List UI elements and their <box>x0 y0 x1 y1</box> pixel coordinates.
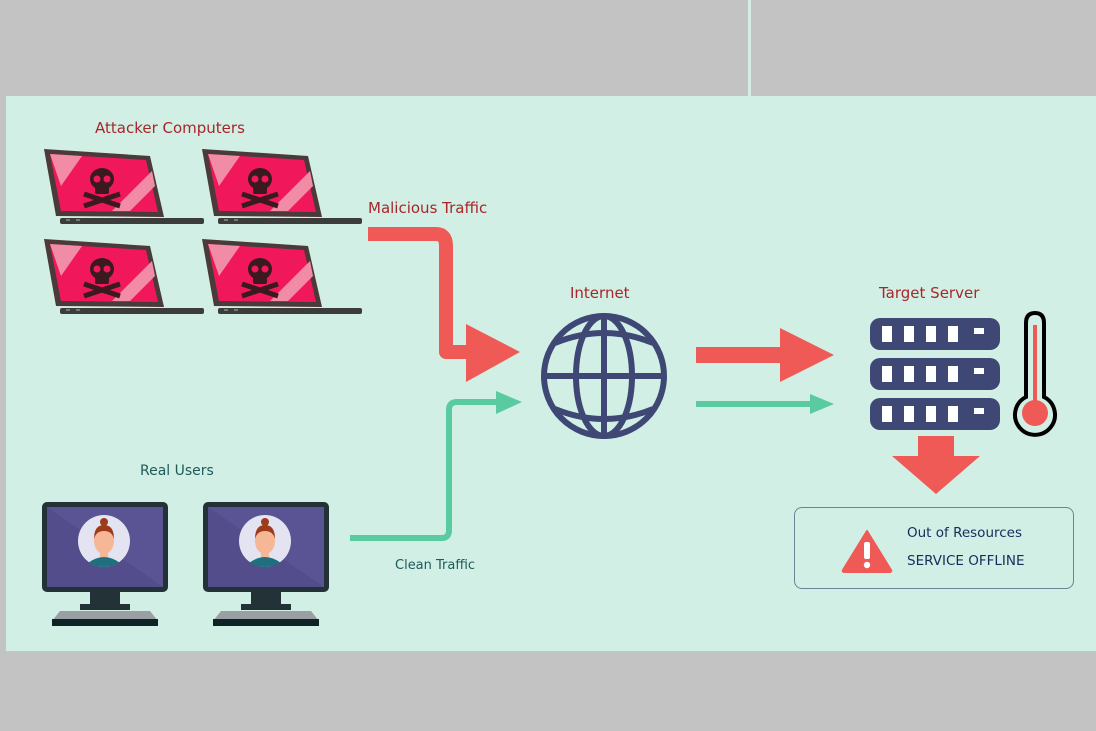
laptop-icon <box>44 239 204 314</box>
failure-down-arrow <box>892 436 980 494</box>
attacker-laptop-3 <box>44 239 204 314</box>
attacker-laptop-2 <box>202 149 362 224</box>
separator-line <box>748 0 751 96</box>
internet-label: Internet <box>570 284 630 302</box>
server-unit-1 <box>870 318 1000 350</box>
clean-traffic-arrow <box>350 391 522 541</box>
laptop-icon <box>44 149 204 224</box>
clean-traffic-label: Clean Traffic <box>395 558 476 573</box>
server-unit-2 <box>870 358 1000 390</box>
skull-crossbones-icon <box>241 258 279 299</box>
user-avatar-icon <box>239 515 291 567</box>
diagram-canvas: Attacker Computers Malicious Traffic Int… <box>6 96 1096 651</box>
skull-crossbones-icon <box>241 168 279 209</box>
malicious-to-server-arrow <box>696 328 834 414</box>
user-avatar-icon <box>78 515 130 567</box>
server-unit-3 <box>870 398 1000 430</box>
attacker-laptop-1 <box>44 149 204 224</box>
skull-crossbones-icon <box>83 168 121 209</box>
attackers-label: Attacker Computers <box>95 119 245 137</box>
clean-to-server-arrow <box>696 394 834 414</box>
thermometer-icon <box>1013 310 1057 437</box>
status-line-2: SERVICE OFFLINE <box>907 553 1025 569</box>
malicious-traffic-label: Malicious Traffic <box>368 199 488 217</box>
real-users-label: Real Users <box>140 463 214 479</box>
globe-icon <box>541 313 667 439</box>
warning-icon <box>841 530 893 573</box>
user-monitor-2 <box>203 502 329 626</box>
status-line-1: Out of Resources <box>907 525 1023 541</box>
laptop-icon <box>202 149 362 224</box>
server-rack-icon <box>870 318 1000 430</box>
laptop-icon <box>202 239 362 314</box>
service-status-box: Out of Resources SERVICE OFFLINE <box>794 507 1074 589</box>
user-monitor-1 <box>42 502 168 626</box>
malicious-traffic-arrow <box>368 227 520 382</box>
target-server-label: Target Server <box>879 284 980 302</box>
attacker-laptop-4 <box>202 239 362 314</box>
skull-crossbones-icon <box>83 258 121 299</box>
